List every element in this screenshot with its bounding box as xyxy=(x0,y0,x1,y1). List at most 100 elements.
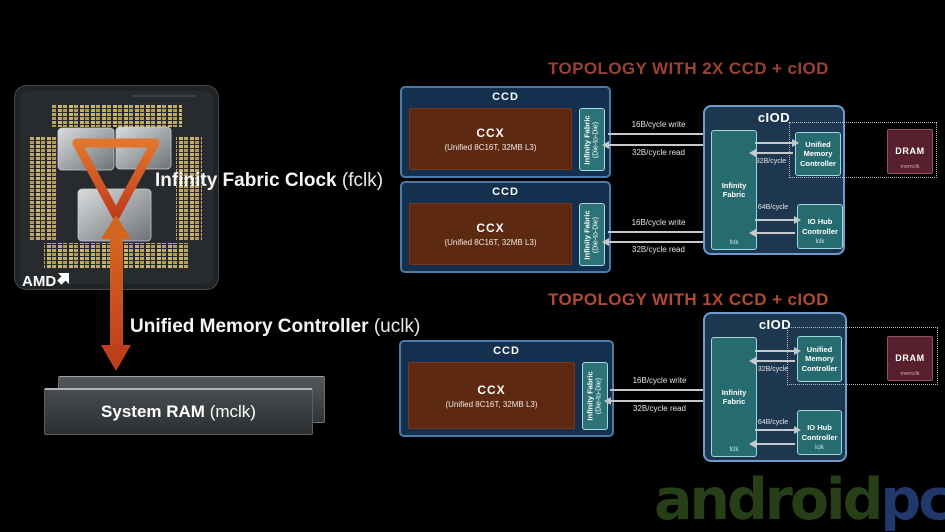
system-ram-text: System RAM xyxy=(101,402,205,421)
strip-label: Infinity Fabric xyxy=(582,209,592,260)
read-arrow xyxy=(602,141,709,149)
topology-1x-section: TOPOLOGY WITH 1X CCD + cIOD CCD CCX (Uni… xyxy=(390,285,945,532)
amd-logo: AMD xyxy=(22,273,56,290)
memclk-tag: memclk xyxy=(900,371,920,377)
ccd-box-2: CCD CCX (Unified 8C16T, 32MB L3) Infinit… xyxy=(400,181,611,273)
ccd-label: CCD xyxy=(492,91,519,103)
cpu-photo-illustration: AMD xyxy=(14,85,219,290)
infinity-fabric-die-strip: Infinity Fabric (Die-to-Die) xyxy=(579,203,605,266)
dram-memory-domain-outline xyxy=(789,122,937,178)
ccx-box: CCX (Unified 8C16T, 32MB L3) xyxy=(409,108,572,170)
umc-text: Unified Memory Controller xyxy=(130,316,369,337)
topology-2x-section: TOPOLOGY WITH 2X CCD + cIOD CCD CCX (Uni… xyxy=(390,55,945,285)
ciod-label: cIOD xyxy=(757,110,791,125)
dram-memory-domain-outline xyxy=(787,327,938,385)
up-arrowhead xyxy=(101,215,131,239)
read-arrow xyxy=(602,238,709,246)
infinity-fabric-clock-label: Infinity Fabric Clock (fclk) xyxy=(155,170,383,192)
cpu-top-marking xyxy=(132,95,196,97)
strip-sublabel: (Die-to-Die) xyxy=(592,121,600,158)
dram-box: DRAM memclk xyxy=(887,129,933,174)
io-bandwidth-label: 64B/cycle xyxy=(757,419,789,426)
topology-1x-title: TOPOLOGY WITH 1X CCD + cIOD xyxy=(548,290,829,309)
lclk-tag: lclk xyxy=(815,239,825,245)
androidpc-watermark: androidpc xyxy=(654,469,945,532)
ccx-detail: (Unified 8C16T, 32MB L3) xyxy=(444,238,537,247)
iohub-to-if-arrow xyxy=(749,440,795,448)
write-bandwidth-label: 16B/cycle write xyxy=(632,376,687,385)
cpu-pads-left xyxy=(30,137,56,241)
if-to-umc-arrow xyxy=(755,139,799,147)
ccx-detail: (Unified 8C16T, 32MB L3) xyxy=(444,143,537,152)
infinity-fabric-label: Infinity Fabric xyxy=(721,180,747,199)
ccd-label: CCD xyxy=(492,186,519,198)
write-arrow xyxy=(610,386,715,394)
watermark-android: android xyxy=(653,467,883,532)
write-bandwidth-label: 16B/cycle write xyxy=(631,218,686,227)
ccx-label: CCX xyxy=(476,221,505,235)
ccx-detail: (Unified 8C16T, 32MB L3) xyxy=(445,399,538,409)
io-hub-label: IO Hub Controller xyxy=(802,217,838,236)
io-hub-controller-box: IO Hub Controller lclk xyxy=(797,204,843,249)
ccd-box-1: CCD CCX (Unified 8C16T, 32MB L3) Infinit… xyxy=(400,86,611,178)
read-arrow xyxy=(604,397,709,405)
system-ram-label: System RAM (mclk) xyxy=(101,402,256,422)
dram-label: DRAM xyxy=(895,145,925,156)
memclk-tag: memclk xyxy=(900,164,920,170)
ccd-label: CCD xyxy=(493,345,520,357)
unified-memory-controller-box: Unified Memory Controller xyxy=(795,132,841,176)
if-to-iohub-arrow xyxy=(755,216,801,224)
io-hub-controller-box: IO Hub Controller lclk xyxy=(797,410,842,455)
dram-box: DRAM memclk xyxy=(887,336,933,381)
infinity-fabric-die-strip: Infinity Fabric (Die-to-Die) xyxy=(579,108,605,171)
umc-to-if-arrow xyxy=(749,357,795,365)
fclk-tag: fclk xyxy=(729,240,739,246)
write-arrow xyxy=(608,228,715,236)
ciod-label: cIOD xyxy=(758,317,792,332)
umc-bandwidth-label: 32B/cycle xyxy=(755,158,787,165)
ccx-label: CCX xyxy=(476,126,505,140)
write-arrow xyxy=(608,130,715,138)
if-to-umc-arrow xyxy=(755,347,801,355)
cpu-image: AMD xyxy=(14,85,219,290)
fabric-triangle-overlay xyxy=(72,138,160,220)
io-hub-label: IO Hub Controller xyxy=(801,423,838,442)
cpu-pads-right xyxy=(176,137,202,241)
ccx-label: CCX xyxy=(477,382,506,397)
read-bandwidth-label: 32B/cycle read xyxy=(633,404,686,413)
infinity-fabric-box: Infinity Fabric fclk xyxy=(711,337,757,457)
ccd-box: CCD CCX (Unified 8C16T, 32MB L3) Infinit… xyxy=(399,340,614,437)
umc-label: Unified Memory Controller xyxy=(801,344,838,373)
cpu-to-ram-arrow xyxy=(110,238,123,346)
fclk-unit: (fclk) xyxy=(341,170,384,191)
read-bandwidth-label: 32B/cycle read xyxy=(632,245,685,254)
infinity-fabric-label: Infinity Fabric xyxy=(721,387,747,406)
if-to-iohub-arrow xyxy=(755,426,801,434)
lclk-tag: lclk xyxy=(815,445,824,451)
infinity-fabric-die-strip: Infinity Fabric (Die-to-Die) xyxy=(582,362,608,430)
dram-label: DRAM xyxy=(895,352,925,363)
iohub-to-if-arrow xyxy=(749,229,795,237)
amd-arrow-icon xyxy=(57,273,69,285)
unified-memory-controller-label: Unified Memory Controller (uclk) xyxy=(130,316,420,338)
ccx-box: CCX (Unified 8C16T, 32MB L3) xyxy=(408,362,575,429)
umc-label: Unified Memory Controller xyxy=(800,139,836,168)
ccx-box: CCX (Unified 8C16T, 32MB L3) xyxy=(409,203,572,265)
watermark-pc: pc xyxy=(880,467,945,532)
strip-label: Infinity Fabric xyxy=(582,114,592,165)
uclk-unit: (uclk) xyxy=(373,316,421,337)
umc-to-if-arrow xyxy=(749,149,793,157)
umc-bandwidth-label: 32B/cycle xyxy=(757,366,789,373)
ciod-box: cIOD Infinity Fabric fclk Unified Memory… xyxy=(703,312,847,462)
read-bandwidth-label: 32B/cycle read xyxy=(632,148,685,157)
fclk-tag: fclk xyxy=(729,447,739,453)
cpu-pads-top xyxy=(52,105,182,127)
infinity-fabric-clock-text: Infinity Fabric Clock xyxy=(155,170,337,191)
topology-2x-title: TOPOLOGY WITH 2X CCD + cIOD xyxy=(548,59,829,78)
write-bandwidth-label: 16B/cycle write xyxy=(631,120,686,129)
down-arrowhead xyxy=(101,345,131,371)
strip-sublabel: (Die-to-Die) xyxy=(592,216,600,253)
strip-label: Infinity Fabric xyxy=(585,371,595,421)
mclk-unit: (mclk) xyxy=(209,402,256,421)
